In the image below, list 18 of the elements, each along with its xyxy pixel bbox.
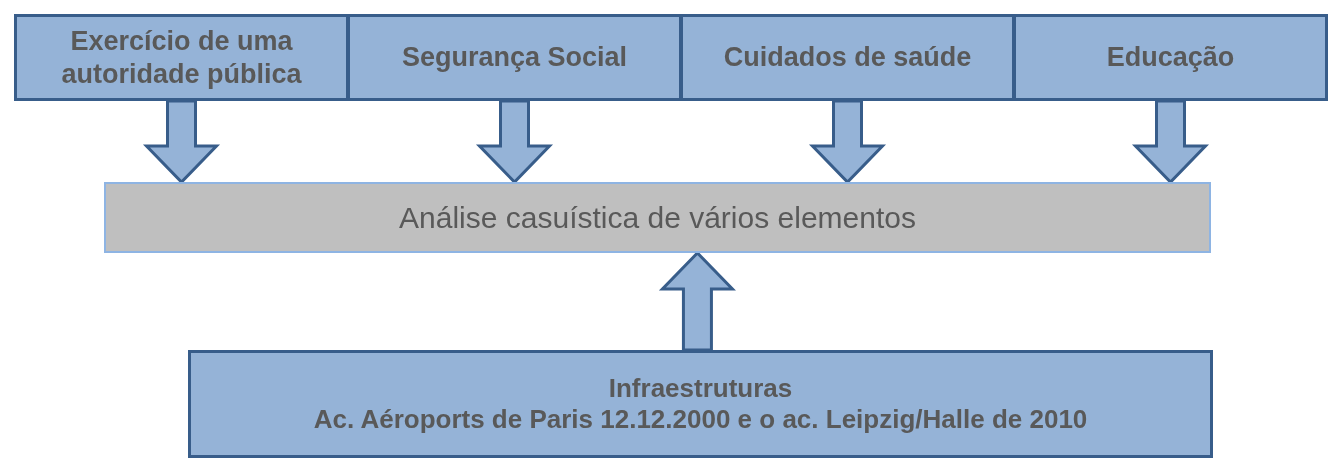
box-text: Ac. Aéroports de Paris 12.12.2000 e o ac. Leipzig/Halle de 2010 (313, 404, 1088, 436)
category-box (1013, 14, 1328, 101)
box-label: Cuidados de saúde (723, 41, 972, 74)
box-label: Educação (1106, 41, 1235, 74)
box-label: Exercício de uma autoridade pública (60, 25, 303, 90)
category-box (14, 14, 349, 101)
block-arrow (1131, 99, 1210, 185)
analysis-box (104, 182, 1211, 253)
category-box (680, 14, 1015, 101)
box-label: Segurança Social (401, 41, 628, 74)
block-arrow (142, 99, 221, 185)
box-label: Análise casuística de vários elementos (399, 200, 916, 235)
box-heading: Infraestruturas (608, 372, 793, 404)
block-arrow (475, 99, 554, 185)
block-arrow (808, 99, 887, 185)
category-box (347, 14, 682, 101)
block-arrow (658, 250, 736, 352)
infrastructure-box (188, 350, 1213, 458)
